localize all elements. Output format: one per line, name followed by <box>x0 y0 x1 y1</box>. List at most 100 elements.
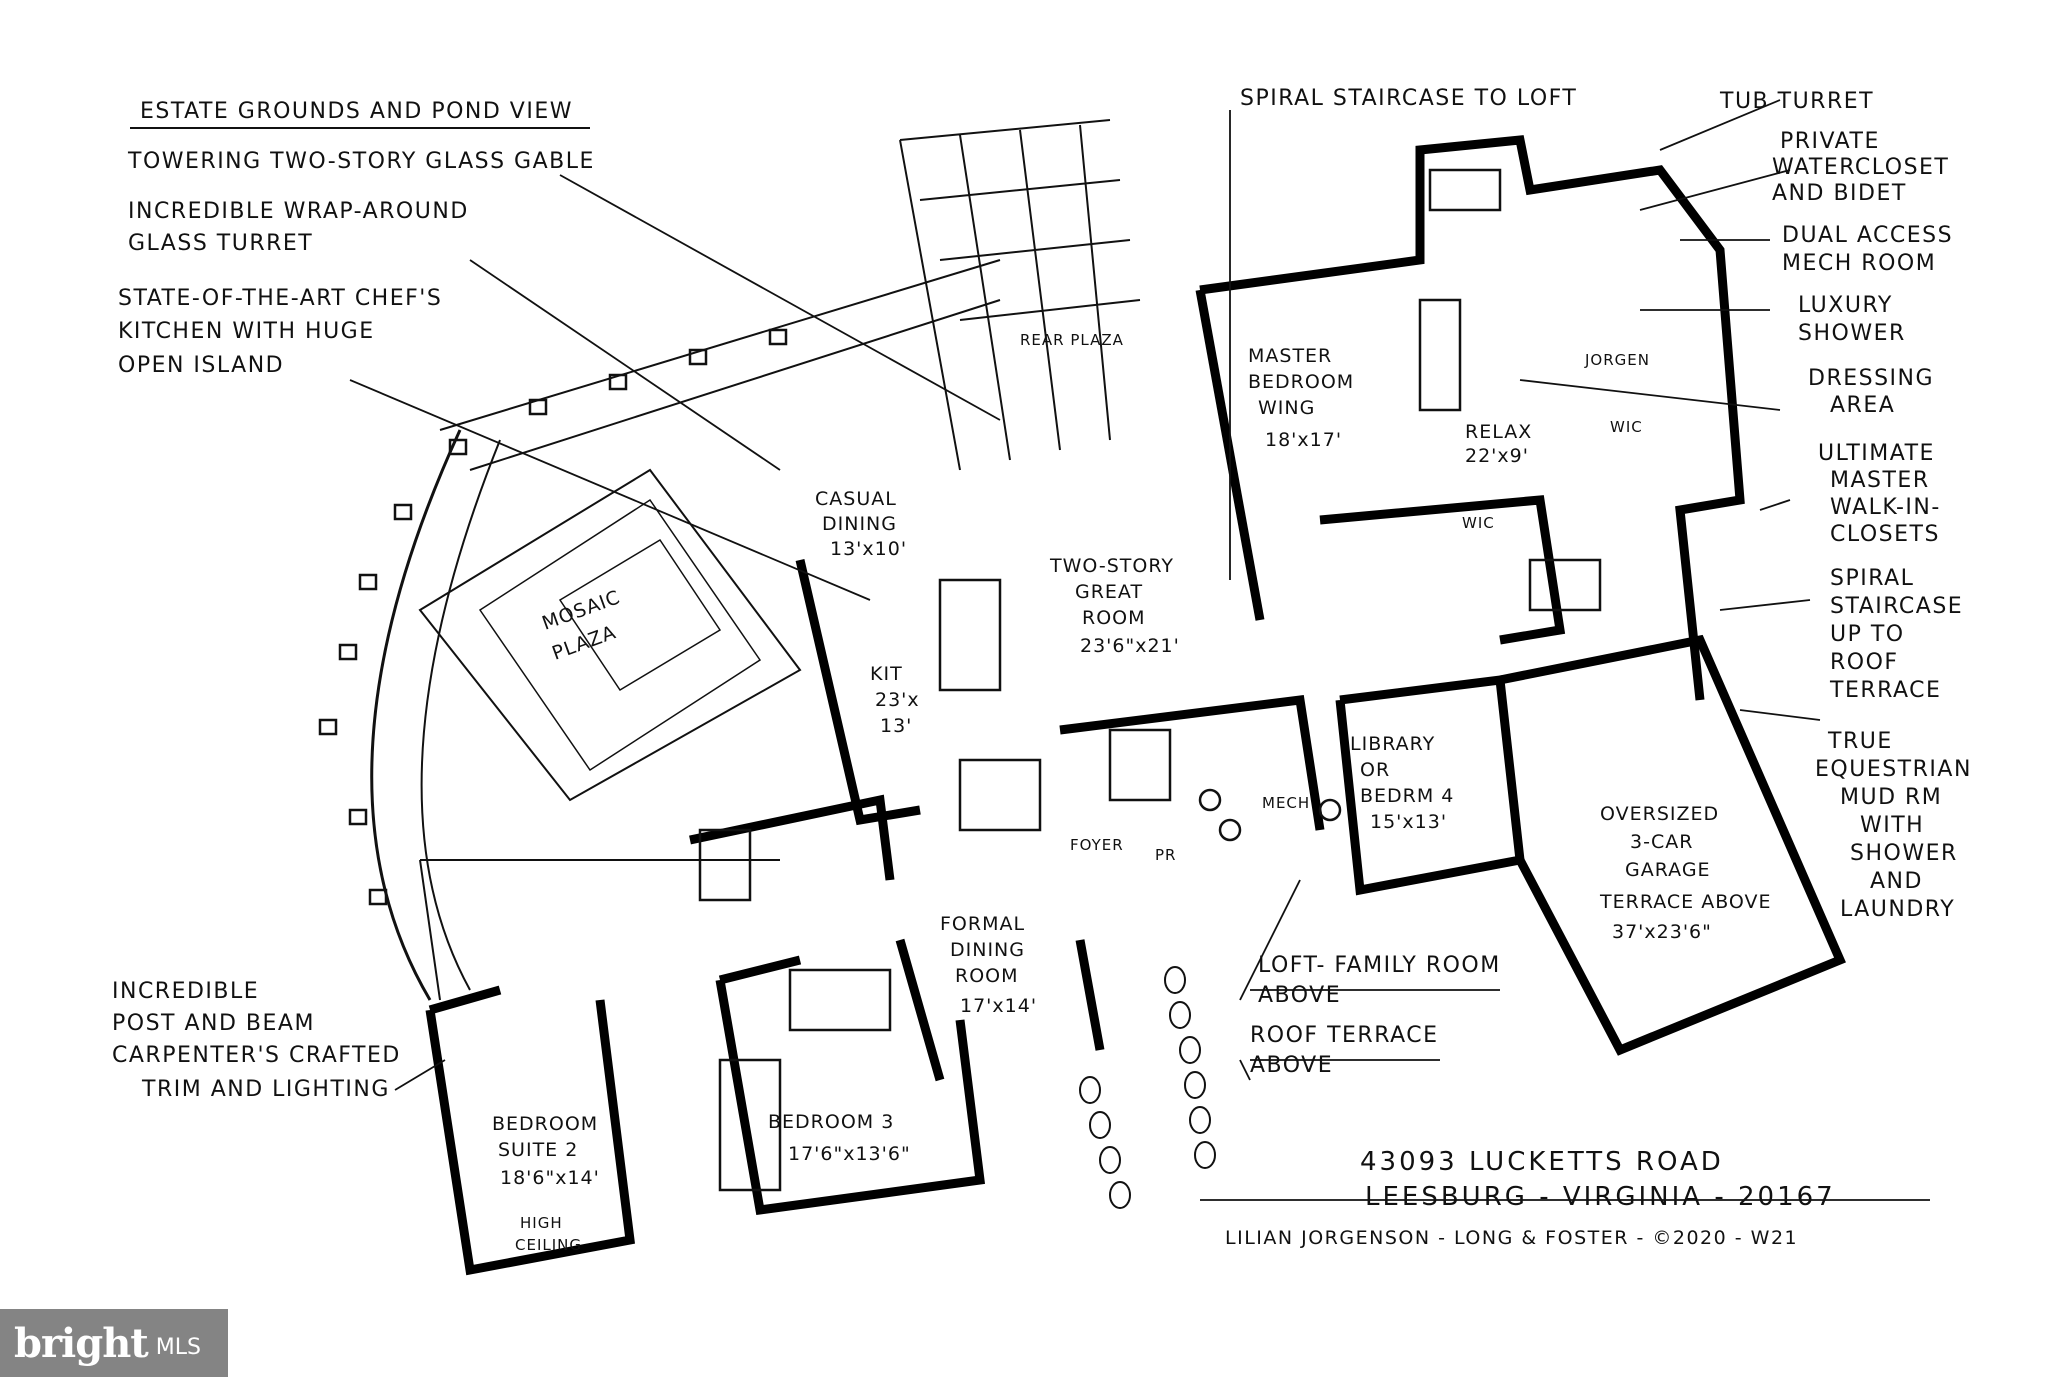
callout-private-wc-1: PRIVATE <box>1780 129 1880 154</box>
great-room-walls <box>795 558 921 826</box>
callout-spiral-roof-4: ROOF <box>1830 650 1899 675</box>
label-bedroom-suite-2-1: BEDROOM <box>492 1113 598 1135</box>
logo-brand: bright <box>14 1319 149 1367</box>
callout-roof-terrace-1: ROOF TERRACE <box>1250 1023 1439 1048</box>
label-great-room-1: TWO-STORY <box>1049 555 1174 577</box>
label-great-room-4: 23'6"x21' <box>1080 635 1180 657</box>
callout-spiral-roof-1: SPIRAL <box>1830 566 1914 591</box>
callout-dressing-1: DRESSING <box>1808 366 1934 391</box>
label-formal-dining-3: ROOM <box>955 965 1019 987</box>
label-library-4: 15'x13' <box>1370 811 1447 833</box>
callout-loft-1: LOFT- FAMILY ROOM <box>1258 953 1501 978</box>
callout-chef-kitchen-3: OPEN ISLAND <box>118 353 284 378</box>
credit-line: LILIAN JORGENSON - LONG & FOSTER - ©2020… <box>1225 1227 1798 1249</box>
label-wic-2: WIC <box>1462 514 1495 532</box>
label-relax-2: 22'x9' <box>1465 445 1529 467</box>
callout-mudroom-4: WITH <box>1860 813 1924 838</box>
label-casual-dining-2: DINING <box>822 513 897 535</box>
callout-post-beam-2: POST AND BEAM <box>112 1011 315 1036</box>
label-formal-dining-1: FORMAL <box>940 913 1025 935</box>
label-bedroom-3-1: BEDROOM 3 <box>768 1111 894 1133</box>
callout-mech-room-2: MECH ROOM <box>1782 251 1936 276</box>
label-mech: MECH <box>1262 794 1310 812</box>
address-line-1: 43093 LUCKETTS ROAD <box>1360 1147 1724 1177</box>
label-library-3: BEDRM 4 <box>1360 785 1454 807</box>
callout-mech-room-1: DUAL ACCESS <box>1782 223 1953 248</box>
callout-glass-gable: TOWERING TWO-STORY GLASS GABLE <box>127 149 595 174</box>
turret-arc <box>370 429 462 1001</box>
label-jorgen: JORGEN <box>1584 351 1650 369</box>
callout-chef-kitchen-2: KITCHEN WITH HUGE <box>118 319 375 344</box>
label-foyer: FOYER <box>1070 836 1124 854</box>
callout-chef-kitchen-1: STATE-OF-THE-ART CHEF'S <box>118 286 442 311</box>
callout-mudroom-6: AND <box>1870 869 1923 894</box>
label-pr: PR <box>1155 846 1176 864</box>
garage-walls <box>1499 634 1846 1056</box>
label-master-4: 18'x17' <box>1265 429 1342 451</box>
callout-walkin-2: MASTER <box>1830 468 1930 493</box>
bright-mls-logo: bright MLS <box>0 1309 228 1377</box>
leader-lines <box>349 99 1930 1201</box>
callout-spiral-roof-3: UP TO <box>1830 622 1905 647</box>
building-walls <box>425 135 1846 1276</box>
label-casual-dining-1: CASUAL <box>815 488 897 510</box>
label-kit-2: 23'x <box>875 689 920 711</box>
callout-shower-2: SHOWER <box>1798 321 1906 346</box>
label-bedroom-suite-2-3: 18'6"x14' <box>500 1167 600 1189</box>
label-garage-5: 37'x23'6" <box>1612 921 1712 943</box>
label-garage-1: OVERSIZED <box>1600 803 1719 825</box>
label-garage-2: 3-CAR <box>1630 831 1693 853</box>
callout-post-beam-3: CARPENTER'S CRAFTED <box>112 1043 401 1068</box>
interior-fixtures <box>698 168 1602 1192</box>
callout-spiral-loft: SPIRAL STAIRCASE TO LOFT <box>1240 86 1577 111</box>
callout-tub-turret: TUB TURRET <box>1719 89 1874 114</box>
callout-private-wc-3: AND BIDET <box>1772 181 1907 206</box>
callout-walkin-3: WALK-IN- <box>1830 495 1941 520</box>
label-kit-3: 13' <box>880 715 912 737</box>
master-wing-walls <box>1199 135 1745 701</box>
callout-walkin-1: ULTIMATE <box>1818 441 1935 466</box>
callout-spiral-roof-2: STAIRCASE <box>1830 594 1963 619</box>
label-bedroom-suite-2-5: CEILING <box>515 1236 582 1254</box>
callout-private-wc-2: WATERCLOSET <box>1772 155 1949 180</box>
label-master-2: BEDROOM <box>1248 371 1354 393</box>
label-master-1: MASTER <box>1248 345 1332 367</box>
callout-mudroom-1: TRUE <box>1827 729 1893 754</box>
site-linework <box>318 119 1141 1001</box>
rear-plaza-grid <box>899 119 1141 471</box>
callout-estate-grounds: ESTATE GROUNDS AND POND VIEW <box>140 99 573 124</box>
callout-mudroom-2: EQUESTRIAN <box>1815 757 1972 782</box>
mosaic-plaza-outline <box>418 468 802 802</box>
label-library-1: LIBRARY <box>1350 733 1435 755</box>
callout-loft-2: ABOVE <box>1258 983 1341 1008</box>
formal-dining-walls <box>895 938 1105 1082</box>
label-wic-1: WIC <box>1610 418 1643 436</box>
logo-suffix: MLS <box>155 1334 201 1360</box>
label-relax-1: RELAX <box>1465 421 1532 443</box>
callout-glass-turret-2: GLASS TURRET <box>128 231 313 256</box>
address-line-2: LEESBURG - VIRGINIA - 20167 <box>1365 1182 1836 1212</box>
label-great-room-3: ROOM <box>1082 607 1146 629</box>
callout-mudroom-5: SHOWER <box>1850 841 1958 866</box>
callout-mudroom-3: MUD RM <box>1840 785 1942 810</box>
label-bedroom-3-2: 17'6"x13'6" <box>788 1143 911 1165</box>
label-casual-dining-3: 13'x10' <box>830 538 907 560</box>
label-master-3: WING <box>1258 397 1315 419</box>
top-callouts: SPIRAL STAIRCASE TO LOFT TUB TURRET REAR… <box>1020 86 1874 349</box>
left-callouts: ESTATE GROUNDS AND POND VIEW TOWERING TW… <box>112 99 595 1102</box>
driveway-dots <box>1079 966 1216 1209</box>
callout-mudroom-7: LAUNDRY <box>1840 897 1955 922</box>
label-kit-1: KIT <box>870 663 903 685</box>
callout-walkin-4: CLOSETS <box>1830 522 1940 547</box>
callout-glass-turret-1: INCREDIBLE WRAP-AROUND <box>128 199 469 224</box>
bedroom-suite-2-walls <box>425 985 635 1276</box>
label-bedroom-suite-2-2: SUITE 2 <box>498 1139 578 1161</box>
room-labels: MOSAIC PLAZA CASUAL DINING 13'x10' KIT 2… <box>492 345 1772 1254</box>
label-library-2: OR <box>1360 759 1390 781</box>
label-garage-4: TERRACE ABOVE <box>1599 891 1772 913</box>
right-callouts: PRIVATE WATERCLOSET AND BIDET DUAL ACCES… <box>1772 129 1972 922</box>
bedroom-3-walls <box>715 955 986 1216</box>
label-garage-3: GARAGE <box>1625 859 1711 881</box>
bottom-callouts: LOFT- FAMILY ROOM ABOVE ROOF TERRACE ABO… <box>1250 953 1501 1078</box>
